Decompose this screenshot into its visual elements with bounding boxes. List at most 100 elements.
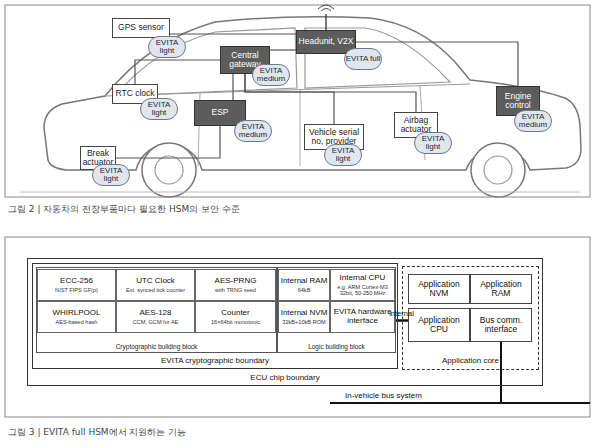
node-title: Internal RAM: [281, 277, 328, 286]
boundary-box: EVITA cryptographic boundary Cryptographi…: [32, 263, 398, 369]
node-title: Internal NVM: [281, 309, 328, 318]
node-title: Counter: [221, 309, 249, 318]
application-cell: Application CPU: [408, 308, 470, 342]
caption-text: 그림 3 | EVITA full HSM에서 지원하는 기능: [8, 426, 186, 439]
node-detail: 32kB+10kB ROM: [282, 319, 325, 325]
function-cell: EVITA hardware interface: [330, 301, 395, 333]
building-block: Logic building blockInternal RAM64kBInte…: [277, 267, 396, 353]
node-title: AES-PRNG: [215, 277, 257, 286]
component-box-dark: Central gatewayEVITA medium: [220, 46, 270, 74]
security-level-bubble: EVITA light: [414, 132, 452, 154]
wheel: [471, 143, 525, 197]
security-level-bubble: EVITA light: [92, 164, 130, 186]
antenna-waves: [318, 5, 334, 11]
node-title: Application RAM: [471, 280, 531, 299]
node-title: EVITA medium: [515, 113, 551, 129]
belt-line: [105, 84, 470, 96]
node-title: WHIRLPOOL: [52, 309, 100, 318]
function-cell: Counter16×64bit monotonic: [195, 301, 276, 333]
node-title: EVITA hardware interface: [332, 308, 393, 326]
node-title: Application NVM: [409, 280, 469, 299]
wheel-hub: [155, 156, 183, 184]
node-detail: with TRNG seed: [215, 287, 256, 293]
figure-frame: [5, 5, 590, 197]
component-box: RTC clockEVITA light: [112, 84, 158, 104]
node-title: UTC Clock: [136, 277, 175, 286]
wheel: [142, 143, 196, 197]
component-box: Airbag actuatorEVITA light: [394, 112, 438, 138]
security-level-bubble: EVITA medium: [514, 110, 552, 132]
node-title: EVITA full: [346, 55, 381, 63]
node-title: EVITA light: [325, 147, 361, 163]
function-cell: AES-PRNGwith TRNG seed: [195, 269, 276, 301]
node-detail: AES-based hash: [56, 319, 98, 325]
security-level-bubble: EVITA medium: [234, 120, 272, 142]
component-box-dark: Headunit, V2XEVITA full: [296, 30, 356, 54]
node-title: Cryptographic building block: [116, 343, 198, 350]
node-detail: 64kB: [298, 287, 311, 293]
application-cell: Bus comm. interface: [470, 308, 532, 342]
application-cell: Application NVM: [408, 274, 470, 304]
node-title: GPS sensor: [118, 23, 164, 32]
connector-line: [170, 33, 296, 34]
component-box-dark: ESPEVITA medium: [194, 100, 246, 126]
node-title: Headunit, V2X: [299, 37, 354, 46]
node-title: ECC-256: [60, 277, 93, 286]
application-cell: Application RAM: [470, 274, 532, 304]
component-box: Break actuatorEVITA light: [80, 146, 116, 170]
node-detail: e.g. ARM Cortex-M3 32bit, 50-250 MHz: [332, 284, 393, 296]
node-title: Application core: [442, 357, 499, 366]
node-title: Application CPU: [409, 316, 469, 335]
node-title: AES-128: [139, 309, 171, 318]
function-cell: Internal NVM32kB+10kB ROM: [278, 301, 330, 333]
component-box: GPS sensorEVITA light: [112, 18, 170, 38]
building-block: Cryptographic building block ECC-256NIST …: [36, 267, 277, 353]
node-title: ESP: [211, 108, 228, 117]
boundary-box: ECU chip boundary EVITA cryptographic bou…: [27, 258, 543, 386]
node-detail: 16×64bit monotonic: [211, 319, 260, 325]
node-title: ECU chip boundary: [250, 374, 319, 383]
function-cell: Internal CPUe.g. ARM Cortex-M3 32bit, 50…: [330, 269, 395, 301]
component-box-dark: Engine controlEVITA medium: [496, 86, 540, 116]
connector-line: [270, 49, 296, 50]
security-level-bubble: EVITA full: [344, 48, 382, 70]
node-detail: NIST FIPS GF(p): [55, 287, 98, 293]
node-detail: CCM, GCM for AE: [133, 319, 179, 325]
node-title: Engine control: [497, 92, 539, 111]
node-title: EVITA light: [149, 39, 185, 55]
node-title: Logic building block: [308, 343, 365, 350]
node-detail: Ext. synced tick counter: [126, 287, 185, 293]
application-core-box: Application coreApplication NVMApplicati…: [402, 266, 539, 370]
node-title: EVITA medium: [235, 123, 271, 139]
node-title: Bus comm. interface: [471, 316, 531, 335]
node-title: Internal CPU: [340, 274, 386, 283]
bus-label: In-vehicle bus system: [345, 391, 422, 400]
door-line: [198, 86, 425, 166]
function-cell: AES-128CCM, GCM for AE: [116, 301, 195, 333]
connector-label: internal: [389, 309, 414, 318]
function-cell: WHIRLPOOLAES-based hash: [37, 301, 116, 333]
caption-text: 그림 2 | 자동차의 전장부품마다 필요한 HSM의 보안 수준: [8, 203, 240, 216]
antenna: [325, 14, 326, 30]
security-level-bubble: EVITA light: [148, 36, 186, 58]
node-title: EVITA light: [93, 167, 129, 183]
node-title: EVITA light: [141, 101, 177, 117]
security-level-bubble: EVITA light: [140, 98, 178, 120]
function-cell: UTC ClockExt. synced tick counter: [116, 269, 195, 301]
node-title: EVITA cryptographic boundary: [161, 357, 269, 366]
component-box: Vehicle serial no, providerEVITA light: [304, 124, 364, 150]
function-cell: ECC-256NIST FIPS GF(p): [37, 269, 116, 301]
node-title: EVITA light: [415, 135, 451, 151]
wheel-hub: [484, 156, 512, 184]
connector-line: [135, 60, 220, 84]
node-title: EVITA medium: [253, 67, 289, 83]
figure-frame: [5, 237, 590, 417]
function-cell: Internal RAM64kB: [278, 269, 330, 301]
security-level-bubble: EVITA light: [324, 144, 362, 166]
connector-line: [116, 126, 220, 158]
connector-line: [232, 74, 233, 100]
security-level-bubble: EVITA medium: [252, 64, 290, 86]
ground-line: [20, 192, 580, 193]
